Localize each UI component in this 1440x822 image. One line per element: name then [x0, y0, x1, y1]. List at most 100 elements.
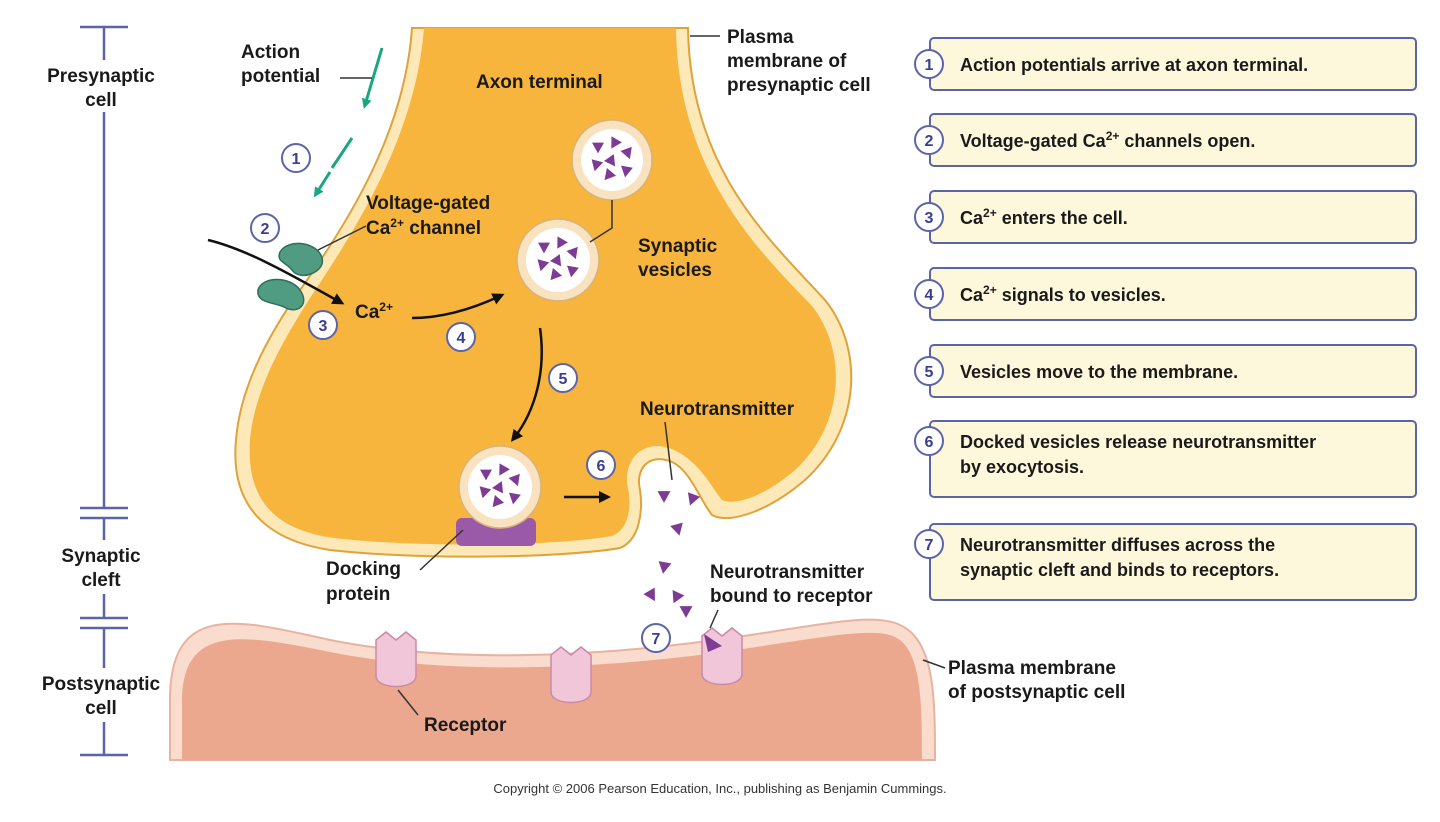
step-number: 3 [925, 210, 934, 227]
step-item: 3 Ca2+ enters the cell. [914, 190, 1417, 244]
ca-signal-arrow [411, 293, 505, 320]
diagram-step-number: 2 [261, 221, 270, 238]
step-text-line: Vesicles move to the membrane. [960, 362, 1238, 382]
step-number-circle [914, 49, 944, 79]
receptor-left [375, 631, 417, 688]
step-number-circle [914, 202, 944, 232]
diagram-step-number: 5 [559, 371, 568, 388]
neurotransmitter-molecule [479, 486, 492, 499]
voltage-gated-channel-lower [257, 278, 305, 311]
step-number-circle [914, 279, 944, 309]
label-nt-bound-line2: bound to receptor [710, 586, 873, 607]
neurotransmitter-molecule [611, 136, 622, 149]
neurotransmitter-molecule [537, 259, 550, 272]
neurotransmitter-molecule [620, 146, 632, 160]
diagram-step-marker: 6 [586, 450, 616, 480]
label-plasma-pre-line2: membrane of [727, 51, 847, 72]
step-number: 6 [925, 434, 934, 451]
diagram-step-marker: 5 [548, 363, 578, 393]
diagram-step-number: 4 [457, 330, 466, 347]
step-text-line: synaptic cleft and binds to receptors. [960, 560, 1279, 580]
diagram-step-marker: 4 [446, 322, 476, 352]
step-number-circle [914, 356, 944, 386]
step-text-line: Docked vesicles release neurotransmitter [960, 432, 1316, 452]
neurotransmitter-molecule [592, 142, 604, 154]
step-text-line: Neurotransmitter diffuses across the [960, 535, 1275, 555]
neurotransmitter-molecule [591, 159, 604, 172]
region-postsynaptic-line1: Postsynaptic [42, 674, 161, 695]
label-vgcc-line2: Ca2+ channel [366, 216, 481, 239]
vesicle-middle [516, 218, 600, 302]
leader-lines [317, 35, 946, 716]
released-neurotransmitter [670, 522, 683, 536]
neurotransmitter-molecule [567, 265, 579, 278]
neurotransmitter-molecule [603, 154, 616, 167]
label-plasma-pre-line3: presynaptic cell [727, 75, 871, 96]
region-scale-bar [80, 25, 128, 757]
released-neurotransmitter [657, 491, 671, 503]
step-item: 1 Action potentials arrive at axon termin… [914, 37, 1417, 91]
label-synaptic-vesicles-line2: vesicles [638, 260, 712, 281]
step-item: 7 Neurotransmitter diffuses across the syn… [914, 523, 1417, 601]
step-number-circle [914, 125, 944, 155]
step-text-line: Ca2+ enters the cell. [960, 206, 1128, 228]
neurotransmitter-molecule [508, 473, 520, 487]
released-neurotransmitter [672, 589, 685, 604]
diagram-step-marker: 1 [281, 143, 311, 173]
ca-entry-arrow [207, 238, 345, 305]
step-text-line: by exocytosis. [960, 457, 1084, 477]
diagram-step-number: 1 [292, 151, 301, 168]
vesicle-top [571, 119, 653, 201]
step-number: 7 [925, 537, 934, 554]
region-cleft-line1: Synaptic [61, 546, 141, 567]
diagram-step-number: 7 [652, 631, 661, 648]
receptor-middle [550, 646, 592, 704]
label-docking-protein-line1: Docking [326, 559, 401, 580]
region-postsynaptic-line2: cell [85, 698, 117, 719]
released-neurotransmitters [643, 491, 701, 618]
step-item: 4 Ca2+ signals to vesicles. [914, 267, 1417, 321]
vesicle-docked [456, 445, 542, 546]
diagram-step-marker: 2 [250, 213, 280, 243]
voltage-gated-channel-upper [278, 242, 323, 276]
neurotransmitter-molecule [604, 168, 617, 181]
label-synaptic-vesicles-line1: Synaptic [638, 236, 718, 257]
label-vgcc-line1: Voltage-gated [366, 193, 490, 214]
neurotransmitter-molecule [566, 246, 578, 260]
step-number-circle [914, 426, 944, 456]
step-number: 4 [925, 287, 934, 304]
step-text-line: Action potentials arrive at axon termina… [960, 55, 1308, 75]
label-receptor: Receptor [424, 715, 507, 736]
neurotransmitter-molecule [480, 469, 492, 481]
step-item: 6 Docked vesicles release neurotransmitte… [914, 420, 1417, 498]
copyright-text: Copyright © 2006 Pearson Education, Inc.… [493, 781, 946, 796]
label-docking-protein-line2: protein [326, 584, 390, 605]
released-neurotransmitter [679, 606, 693, 618]
released-neurotransmitter [658, 561, 672, 574]
step-number: 5 [925, 364, 934, 381]
label-axon-terminal: Axon terminal [476, 72, 603, 93]
diagram-step-number: 6 [597, 458, 606, 475]
neurotransmitter-molecule [550, 268, 563, 281]
label-plasma-post-line2: of postsynaptic cell [948, 682, 1125, 703]
label-neurotransmitter: Neurotransmitter [640, 399, 795, 420]
step-list: 1 Action potentials arrive at axon termin… [914, 37, 1417, 601]
step-text-line: Voltage-gated Ca2+ channels open. [960, 129, 1255, 151]
diagram-step-marker: 7 [641, 623, 671, 653]
label-nt-bound-line1: Neurotransmitter [710, 562, 865, 583]
label-action-potential-line2: potential [241, 66, 320, 87]
step-number-circle [914, 529, 944, 559]
step-text-line: Ca2+ signals to vesicles. [960, 283, 1166, 305]
diagram-step-markers: 1 2 3 4 5 6 7 [250, 143, 671, 653]
neurotransmitter-molecule [499, 463, 510, 476]
receptor-right [701, 627, 743, 686]
vesicle-move-arrow [510, 327, 543, 442]
step-number: 1 [925, 57, 934, 74]
region-presynaptic-line1: Presynaptic [47, 66, 155, 87]
neurotransmitter-molecule [509, 492, 521, 505]
label-ca-ion: Ca2+ [355, 300, 393, 323]
diagram-step-marker: 3 [308, 310, 338, 340]
region-presynaptic-line2: cell [85, 90, 117, 111]
